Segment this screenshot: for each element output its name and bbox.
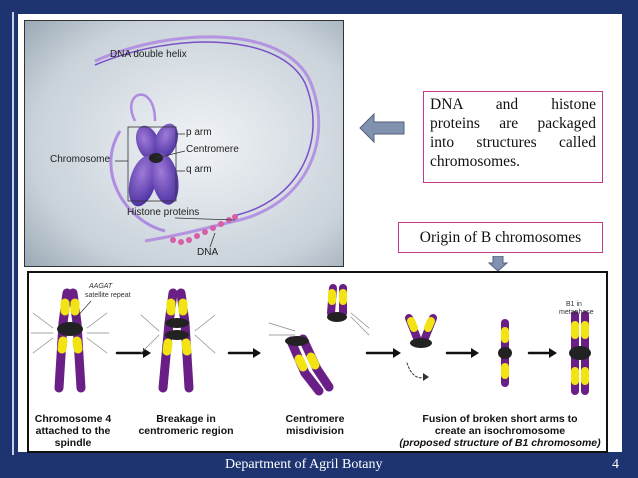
caption-line: Fusion of broken short arms to	[422, 413, 578, 425]
footer: Department of Agril Botany 4	[0, 455, 638, 478]
caption-line: spindle	[54, 437, 92, 449]
caption-line: (proposed structure of B1 chromosome)	[399, 437, 601, 449]
b-chromosome-diagram: AAGAT satellite repeat B1 in metaphase C…	[27, 271, 608, 453]
page-number: 4	[612, 457, 619, 472]
caption-line: centromeric region	[138, 425, 234, 437]
chromosome-illustration	[24, 20, 344, 267]
caption-line: misdivision	[286, 425, 344, 437]
centromere-label: Centromere	[186, 144, 239, 155]
chromosome-shape	[128, 123, 179, 207]
histone-proteins-label: Histone proteins	[127, 207, 200, 218]
chromosome-stage-3	[268, 284, 370, 396]
origin-label: Origin of B chromosomes	[419, 228, 582, 246]
origin-box: Origin of B chromosomes	[398, 222, 603, 253]
metaphase-label: metaphase	[559, 309, 594, 316]
description-line: into structures called	[430, 134, 596, 151]
diagram-drawing	[30, 284, 591, 396]
department-label: Department of Agril Botany	[225, 457, 383, 472]
caption-line: Breakage in	[156, 413, 216, 425]
description-line: proteins are packaged	[430, 115, 596, 132]
description-text-box: DNA and histone proteins are packaged in…	[423, 91, 603, 183]
caption-breakage: Breakage in centromeric region	[131, 413, 241, 437]
slide-frame	[12, 12, 627, 455]
caption-line: Chromosome 4	[34, 413, 112, 425]
caption-fusion: Fusion of broken short arms to create an…	[395, 413, 605, 449]
dna-double-helix-label: DNA double helix	[110, 49, 187, 60]
satellite-repeat-label: satellite repeat	[85, 292, 131, 299]
dna-label: DNA	[197, 247, 219, 258]
chromosome-stage-4	[405, 314, 437, 381]
chromosome-stage-5	[498, 319, 512, 387]
caption-line: create an isochromosome	[434, 425, 566, 437]
chromosome-stage-2	[140, 288, 216, 393]
chromosome-stage-1	[30, 288, 110, 393]
caption-line: attached to the	[35, 425, 111, 437]
caption-line: Centromere	[285, 413, 345, 425]
chromosome-label: Chromosome	[50, 154, 111, 165]
b1-in-label: B1 in	[566, 301, 582, 308]
q-arm-label: q arm	[186, 164, 212, 175]
caption-chromosome-4: Chromosome 4 attached to the spindle	[31, 413, 115, 449]
description-line: chromosomes.	[430, 153, 520, 170]
caption-misdivision: Centromere misdivision	[275, 413, 355, 437]
chromosome-stage-6	[569, 311, 591, 395]
aagat-label: AAGAT	[89, 283, 113, 290]
description-line: DNA and histone	[430, 96, 596, 113]
p-arm-label: p arm	[186, 127, 212, 138]
down-arrow-icon	[488, 256, 508, 272]
left-arrow-icon	[359, 112, 405, 144]
